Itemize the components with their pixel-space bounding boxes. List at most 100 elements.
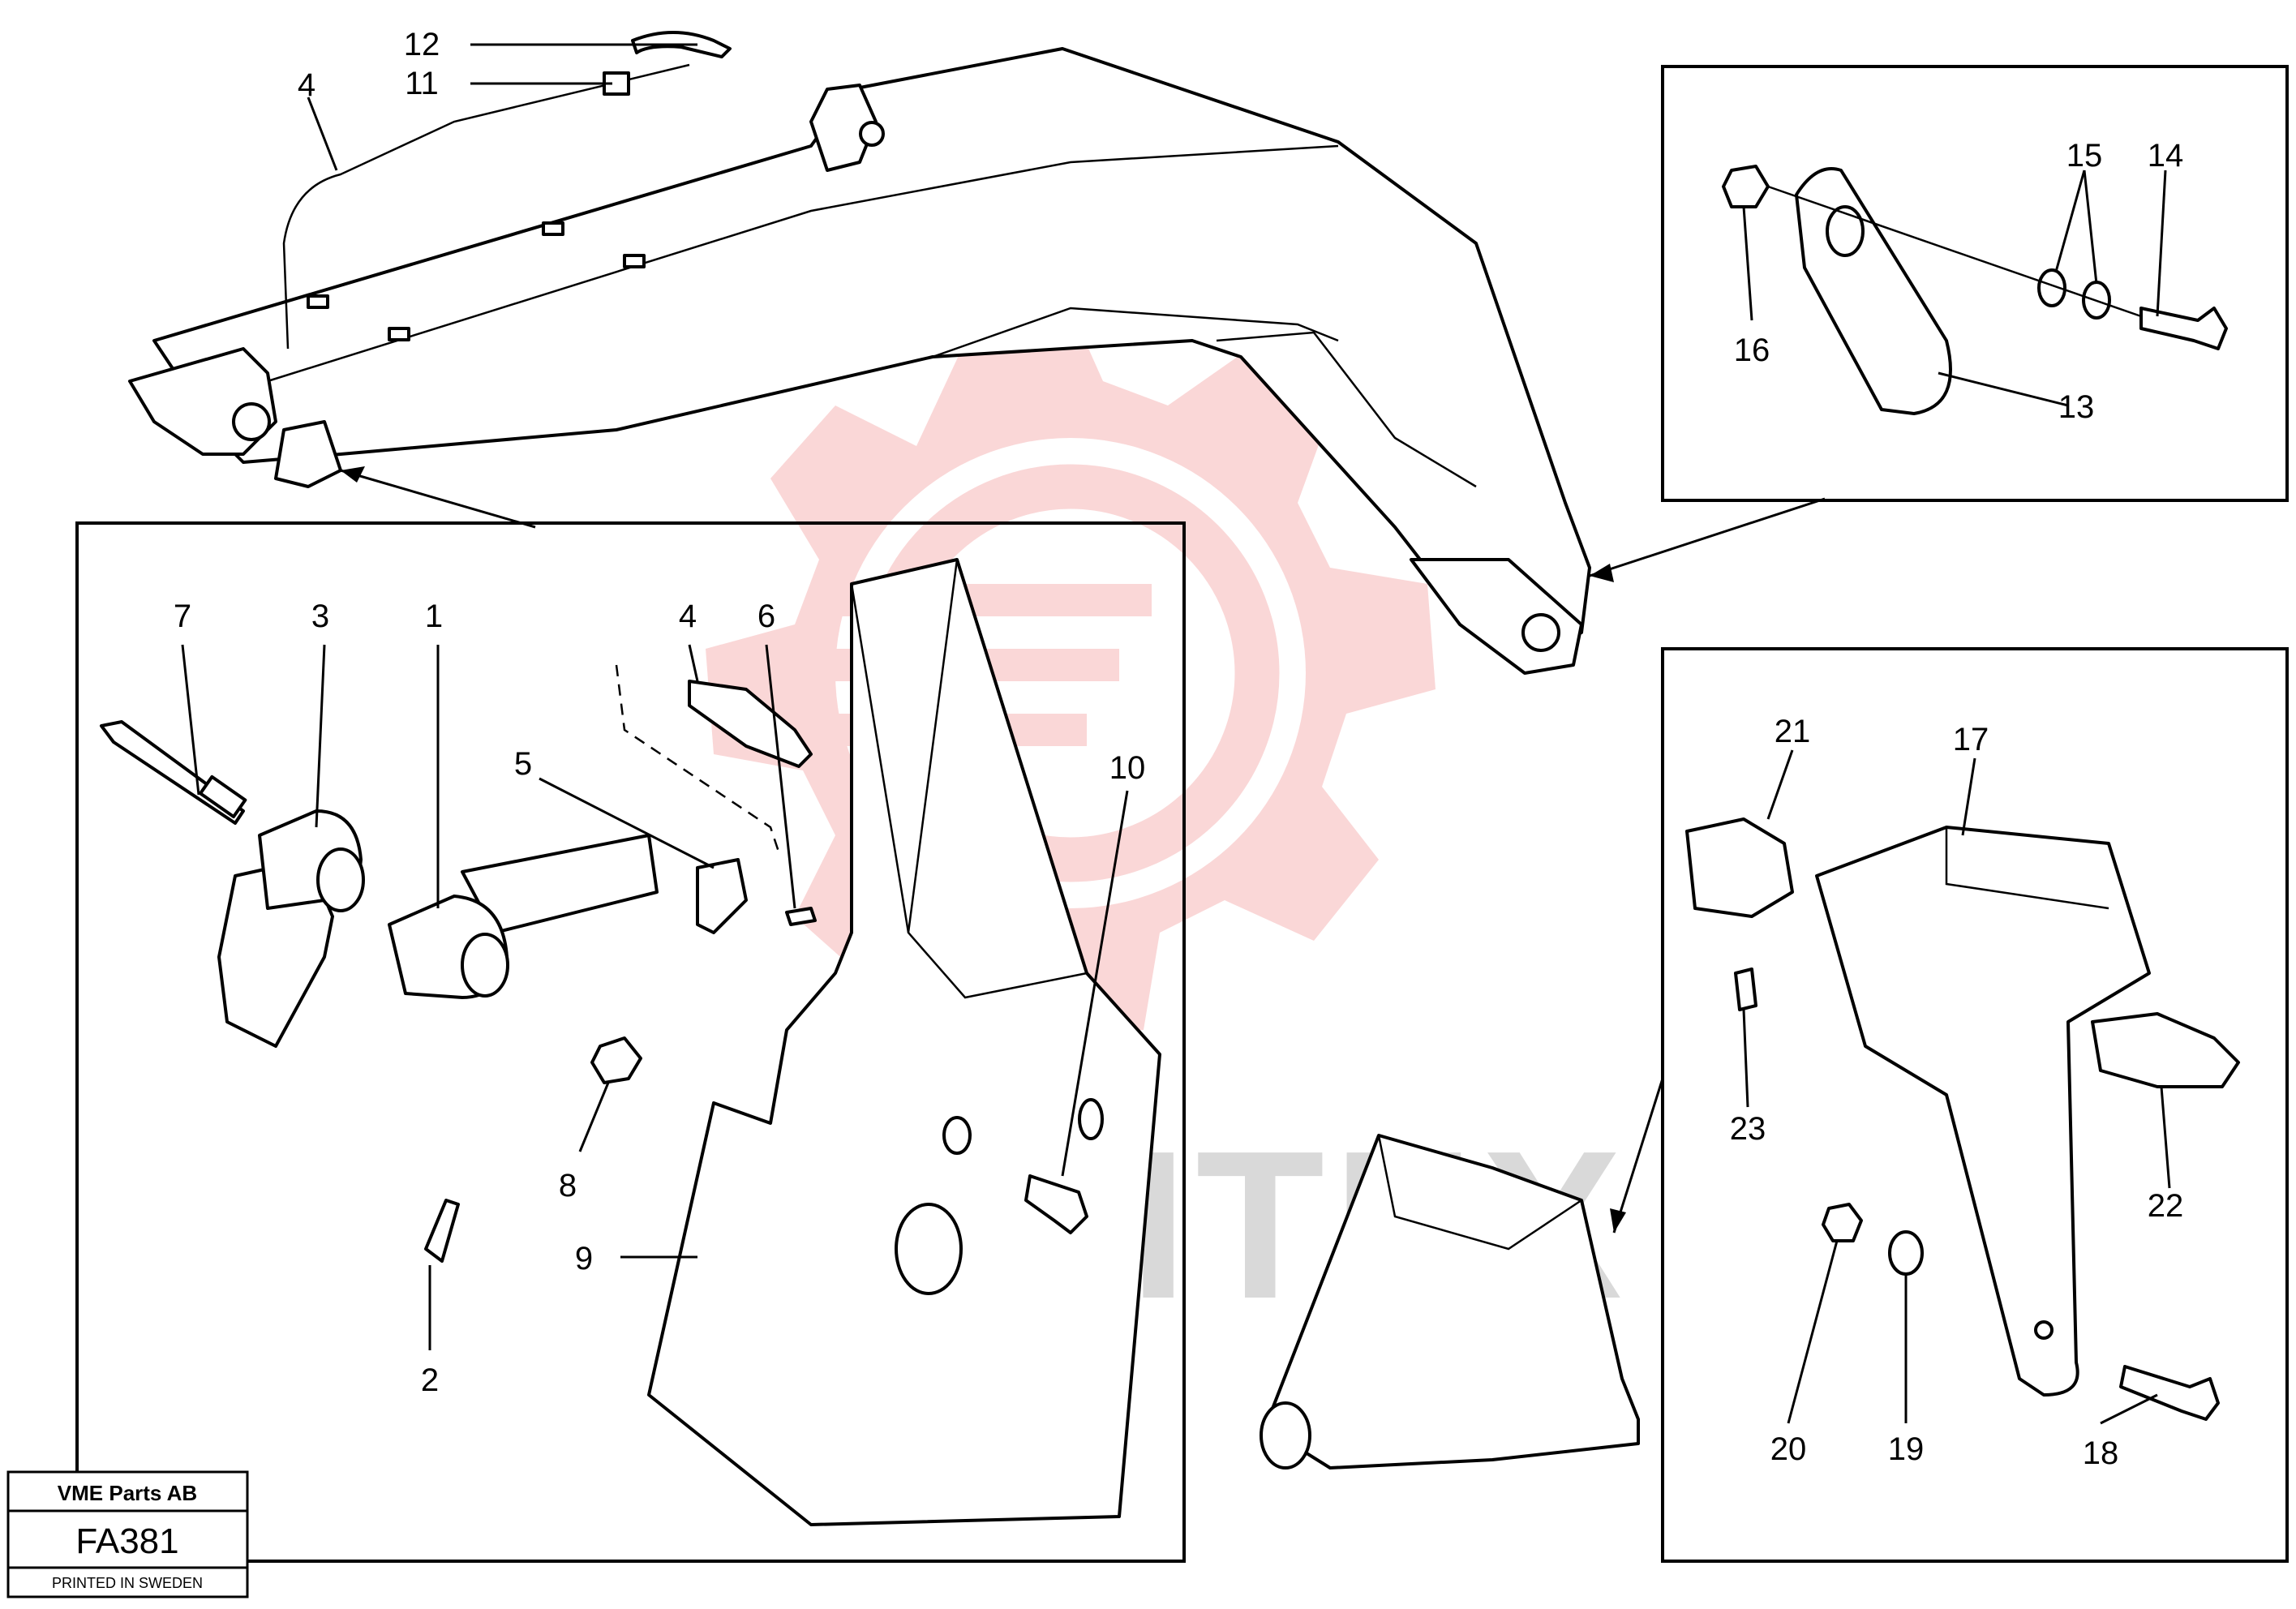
callout-11: 11 (405, 66, 439, 101)
bracket-17-hole (2034, 1320, 2054, 1340)
sleeve-1-end (461, 933, 509, 998)
leader-8 (578, 1082, 610, 1152)
arrow-left-head (341, 466, 365, 483)
bolt-14 (2139, 307, 2228, 350)
callout-8: 8 (559, 1168, 577, 1204)
callout-4-detail: 4 (679, 599, 697, 634)
boom-front-hole (1521, 613, 1560, 652)
callout-7: 7 (174, 599, 191, 634)
guard-plate-edge (907, 559, 959, 933)
leader-4-top (307, 97, 338, 171)
nut-16 (1722, 165, 1770, 208)
leader-22 (2160, 1086, 2171, 1189)
boom-arm-edge (932, 307, 1339, 358)
screw-6 (785, 907, 817, 926)
guard-plate-slot-1 (942, 1116, 972, 1155)
boom-clip-4 (388, 327, 410, 341)
leader-10 (1061, 790, 1129, 1177)
callout-10: 10 (1109, 750, 1146, 786)
screw-23 (1734, 968, 1757, 1011)
callout-12: 12 (404, 27, 440, 62)
bracket-17-fold (1945, 827, 2109, 910)
title-block: VME Parts AB FA381 PRINTED IN SWEDEN (6, 1470, 249, 1598)
leader-16 (1742, 206, 1753, 321)
switch-5 (696, 858, 748, 934)
leader-21 (1766, 749, 1794, 820)
callout-19: 19 (1888, 1431, 1925, 1467)
boom-end-lower-edge (1377, 1135, 1582, 1251)
callout-2: 2 (421, 1362, 439, 1398)
leader-13 (1938, 371, 2069, 407)
title-block-company: VME Parts AB (58, 1481, 197, 1505)
callout-21: 21 (1775, 714, 1811, 749)
callout-13: 13 (2058, 389, 2095, 425)
leader-4-detail (688, 644, 699, 682)
callout-15: 15 (2066, 138, 2103, 174)
boom-assembly (128, 31, 1591, 675)
washer-15a (2037, 268, 2066, 307)
title-block-print-cell (6, 1566, 249, 1598)
boom-end-hole (232, 402, 271, 441)
bolt-10 (1024, 1174, 1088, 1234)
leader-15b (2083, 169, 2098, 285)
leader-5 (539, 777, 715, 869)
arrow-right-bottom (1612, 1078, 1664, 1234)
leader-3 (315, 644, 326, 828)
arrow-right-bottom-head (1610, 1208, 1626, 1233)
callout-4-top: 4 (298, 67, 315, 103)
callout-20: 20 (1770, 1431, 1807, 1467)
detail-arrows (340, 466, 1826, 1234)
top-right-detail-parts (1722, 165, 2228, 415)
leader-17 (1961, 757, 1976, 836)
guard-plate-slot-2 (1078, 1098, 1104, 1140)
nut-8 (590, 1036, 642, 1084)
sensor-22 (2091, 1012, 2240, 1088)
sleeve-3-end (316, 847, 365, 912)
title-block-company-cell (6, 1470, 249, 1512)
nut-20 (1822, 1203, 1863, 1242)
bolt-7-thread (199, 774, 247, 818)
callout-22: 22 (2148, 1188, 2184, 1224)
detail-frame-top-right (1661, 65, 2289, 502)
leader-15a (2054, 169, 2086, 272)
callout-9: 9 (575, 1241, 593, 1276)
guard-plate-fold (850, 583, 1088, 999)
leader-lines (181, 43, 2171, 1425)
title-block-code-cell (6, 1509, 249, 1569)
bolt-18 (2119, 1365, 2220, 1421)
callout-5: 5 (514, 746, 532, 782)
boom-top-edge (267, 144, 1339, 383)
guard-plate-hole-large (895, 1203, 963, 1295)
boom-cable (282, 63, 690, 350)
callout-23: 23 (1730, 1111, 1766, 1147)
boom-arm-lower-edge (1216, 331, 1477, 488)
boom-end-lower-eye (1260, 1401, 1311, 1470)
leader-20 (1787, 1240, 1839, 1424)
boom-end-lower (1264, 1134, 1640, 1470)
detail-frame-bottom-right (1661, 647, 2289, 1563)
leader-14 (2156, 169, 2167, 317)
washer-19 (1888, 1230, 1924, 1276)
callout-1: 1 (425, 599, 443, 634)
callout-18: 18 (2083, 1435, 2119, 1471)
callout-3: 3 (311, 599, 329, 634)
leader-6 (765, 644, 796, 909)
sensor-4 (688, 680, 813, 768)
bolt-2 (424, 1199, 460, 1263)
boom-bracket-left (274, 420, 342, 488)
title-block-printed: PRINTED IN SWEDEN (52, 1575, 203, 1591)
boom-clip-3 (307, 294, 329, 309)
arrow-right-top (1589, 497, 1826, 577)
arrow-right-top-head (1590, 564, 1614, 582)
boom-clip-2 (623, 254, 646, 268)
leader-23 (1742, 1009, 1749, 1108)
leader-7 (181, 644, 200, 796)
arrow-left-detail (340, 469, 536, 529)
detail-frame-left (75, 521, 1186, 1563)
leader-18 (2100, 1393, 2158, 1425)
boom-clip-1 (542, 221, 564, 236)
callouts: 12 11 4 7 3 1 4 6 5 10 8 9 2 16 13 15 14… (174, 27, 2183, 1471)
bottom-right-detail-parts (1260, 817, 2240, 1470)
